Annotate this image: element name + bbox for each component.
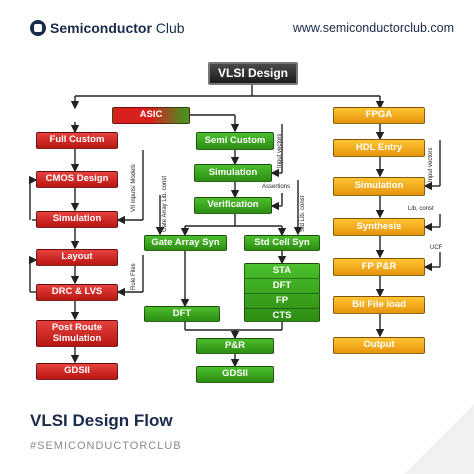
chip-icon	[30, 20, 46, 36]
dft-node: DFT	[144, 306, 220, 322]
dft-step-label: DFT	[245, 279, 319, 294]
gate-array-lib-annotation: Gate Array Lib. const	[162, 175, 168, 232]
input-vectors-semi-annotation: Input vectors	[277, 133, 283, 168]
assertions-annotation: Assertions	[262, 184, 291, 190]
post-route-simulation-node: Post Route Simulation	[36, 320, 118, 347]
output-node: Output	[333, 337, 425, 354]
cts-label: CTS	[272, 310, 292, 321]
sta-label: STA	[245, 264, 319, 279]
fpga-node: FPGA	[333, 107, 425, 124]
full-custom-node: Full Custom	[36, 132, 118, 149]
pnr-node: P&R	[196, 338, 274, 354]
layout-node: Layout	[36, 249, 118, 266]
page-title: VLSI Design Flow	[30, 411, 173, 430]
site-url: www.semiconductorclub.com	[292, 21, 454, 35]
semi-custom-simulation-node: Simulation	[194, 164, 272, 182]
brand-logo: Semiconductor Club	[30, 20, 185, 36]
fp-label: FP	[245, 294, 319, 309]
gate-array-syn-node: Gate Array Syn	[144, 235, 227, 251]
ucf-annotation: UCF	[430, 245, 443, 251]
semi-custom-node: Semi Custom	[196, 132, 274, 150]
vlsi-design-node: VLSI Design	[208, 62, 298, 85]
bit-file-load-node: Bit File load	[333, 296, 425, 314]
timing-block: STA DFT FP CTS	[244, 263, 320, 322]
semi-custom-gdsii-node: GDSII	[196, 366, 274, 383]
hashtag: #SEMICONDUCTORCLUB	[30, 440, 182, 452]
brand-name: Semiconductor Club	[50, 20, 185, 36]
vit-inputs-annotation: VII inputs/ Models	[131, 164, 137, 212]
std-cell-syn-node: Std Cell Syn	[244, 235, 320, 251]
corner-shade	[404, 404, 474, 474]
synthesis-node: Synthesis	[333, 218, 425, 236]
rule-files-annotation: Rule Files	[131, 263, 137, 290]
hdl-entry-node: HDL Entry	[333, 139, 425, 157]
fpga-simulation-node: Simulation	[333, 177, 425, 196]
full-custom-gdsii-node: GDSII	[36, 363, 118, 380]
fp-pnr-node: FP P&R	[333, 258, 425, 276]
std-lib-annotation: Std Lib. const	[300, 195, 306, 232]
drc-lvs-node: DRC & LVS	[36, 284, 118, 301]
asic-node: ASIC	[112, 107, 190, 124]
full-custom-simulation-node: Simulation	[36, 211, 118, 228]
cmos-design-node: CMOS Design	[36, 171, 118, 188]
input-vectors-fpga-annotation: Input vectors	[428, 147, 434, 182]
lib-const-annotation: Lib, const	[408, 206, 434, 212]
verification-node: Verification	[194, 197, 272, 214]
